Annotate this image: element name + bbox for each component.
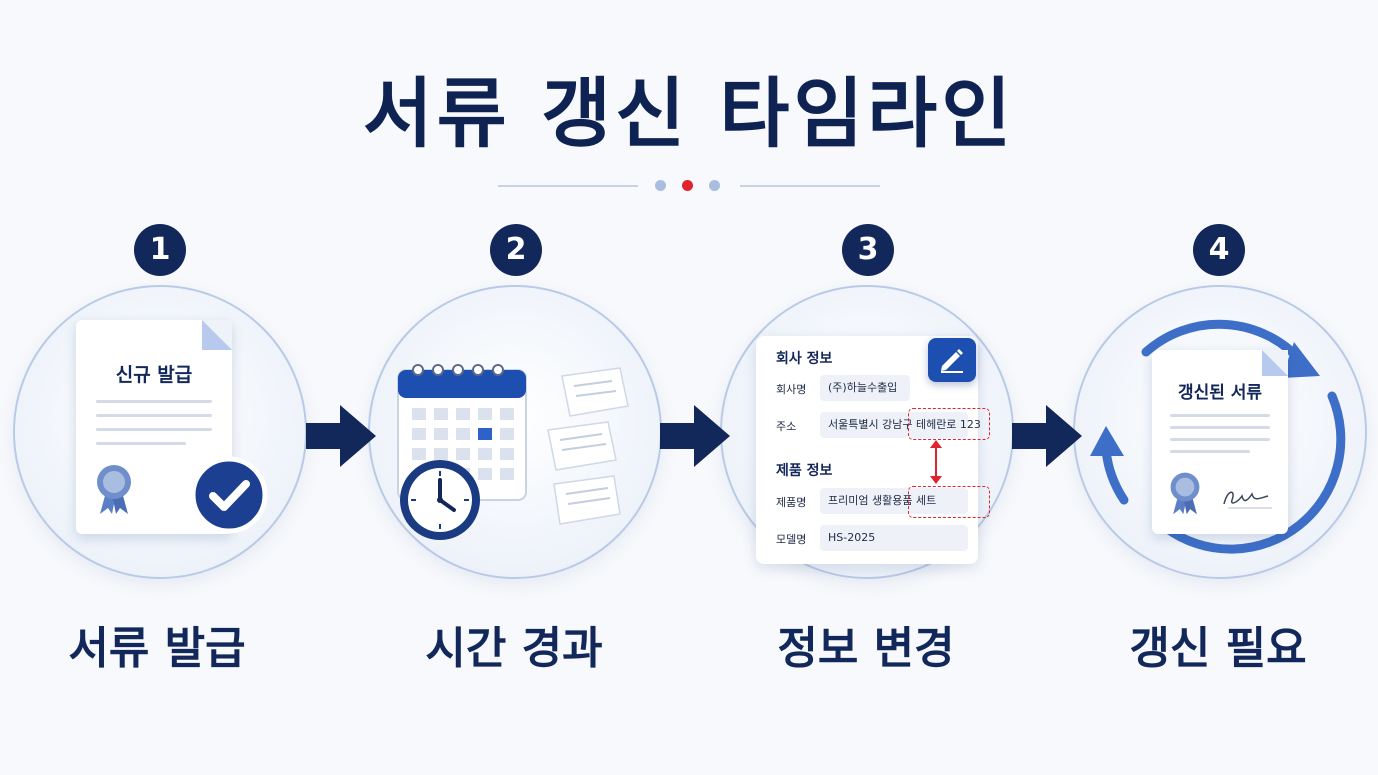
clock-icon bbox=[400, 460, 480, 540]
calendar-icon bbox=[397, 364, 527, 501]
pencil-edit-icon bbox=[941, 349, 963, 373]
step-3-number-badge: 3 bbox=[842, 224, 894, 276]
page-title: 서류 갱신 타임라인 bbox=[362, 69, 1016, 158]
address-label: 주소 bbox=[776, 420, 797, 433]
company-section-heading: 회사 정보 bbox=[776, 351, 833, 367]
address-field: 서울특별시 강남구 테헤란로 123 bbox=[820, 412, 981, 438]
flying-papers-icon bbox=[547, 367, 629, 525]
step-1-label: 서류 발급 bbox=[68, 623, 246, 674]
company-name-field: (주)하늘수출입 bbox=[820, 375, 910, 401]
title-decoration bbox=[498, 178, 880, 194]
step-3-label: 정보 변경 bbox=[777, 623, 955, 674]
info-change-form: 회사 정보 회사명 (주)하늘수출입 주소 서울특별시 강남구 테헤란로 123… bbox=[756, 336, 981, 564]
step-2-number-badge: 2 bbox=[490, 224, 542, 276]
renewed-document: 갱신된 서류 bbox=[1152, 350, 1288, 534]
step-1-number-badge: 1 bbox=[134, 224, 186, 276]
product-change-highlight bbox=[908, 486, 990, 518]
step-4-number-badge: 4 bbox=[1193, 224, 1245, 276]
edit-button[interactable] bbox=[928, 338, 976, 382]
signature-icon bbox=[1223, 491, 1272, 509]
right-arrow-icon bbox=[306, 405, 376, 467]
product-name-field: 프리미엄 생활용품 세트 bbox=[820, 488, 968, 514]
company-name-label: 회사명 bbox=[776, 383, 807, 396]
model-field: HS-2025 bbox=[820, 525, 968, 551]
model-label: 모델명 bbox=[776, 533, 807, 546]
refresh-cycle-icon bbox=[1090, 319, 1346, 554]
right-arrow-icon bbox=[1012, 405, 1082, 467]
right-arrow-icon bbox=[660, 405, 730, 467]
address-change-highlight bbox=[908, 408, 990, 440]
ribbon-seal-icon bbox=[1170, 472, 1200, 515]
step-2-label: 시간 경과 bbox=[425, 623, 603, 674]
renewed-doc-title: 갱신된 서류 bbox=[1177, 383, 1263, 403]
product-section-heading: 제품 정보 bbox=[776, 463, 833, 479]
new-issue-doc-title: 신규 발급 bbox=[115, 364, 193, 386]
product-name-label: 제품명 bbox=[776, 496, 807, 509]
change-link-arrow-icon bbox=[930, 440, 942, 484]
ribbon-seal-icon bbox=[97, 465, 131, 514]
step-4-label: 갱신 필요 bbox=[1129, 623, 1307, 674]
check-icon bbox=[190, 456, 268, 534]
